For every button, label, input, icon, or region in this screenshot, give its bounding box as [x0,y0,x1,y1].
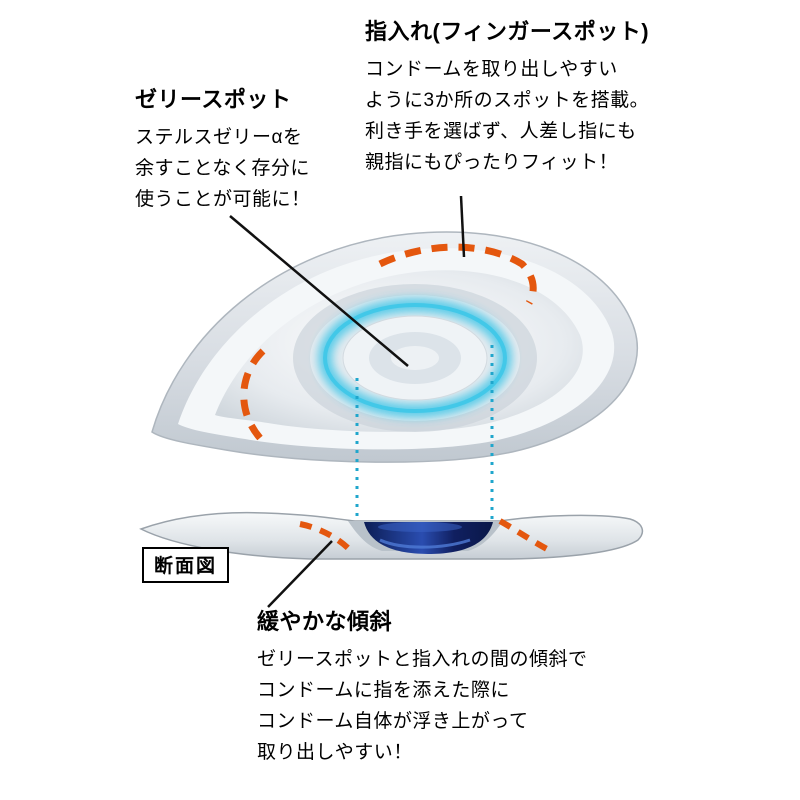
jelly-spot-line: ステルスゼリーαを [135,127,303,148]
finger-spot-title: 指入れ(フィンガースポット) [365,19,650,44]
slope-line: コンドーム自体が浮き上がって [257,711,529,732]
finger-spot-arc-left [240,348,266,441]
product-top-view [151,231,639,463]
slope-title: 緩やかな傾斜 [257,609,393,634]
finger-spot-line: コンドームを取り出しやすい [365,59,618,80]
jelly-ring [323,303,507,413]
cross-section-label: 断面図 [142,547,230,583]
jelly-spot-line: 使うことが可能に！ [135,189,311,210]
finger-spot-line: 親指にもぴったりフィット！ [365,152,619,173]
jelly-spot-line: 余すことなく存分に [135,158,310,179]
finger-spot-line: 利き手を選ばず、人差し指にも [365,121,637,142]
condom-sheen [378,522,462,532]
finger-spot-arc-top [378,243,537,305]
leader-line-finger [459,195,466,258]
leader-line-slope [267,540,333,608]
slope-line: 取り出しやすい！ [257,742,413,763]
leader-line-jelly [229,215,409,367]
condom-highlight [379,538,471,549]
slope-arc-right [498,518,549,552]
slope-line: コンドームに指を添えた際に [257,680,510,701]
slope-annotation: 緩やかな傾斜 ゼリースポットと指入れの間の傾斜で コンドームに指を添えた際に コ… [257,604,617,768]
finger-spot-line: ように3か所のスポットを搭載。 [365,90,650,111]
jelly-spot-title: ゼリースポット [135,87,292,112]
jelly-spot-annotation: ゼリースポット ステルスゼリーαを 余すことなく存分に 使うことが可能に！ [135,82,365,215]
slope-arc-left [299,521,353,553]
jelly-center-inner [391,346,439,370]
slope-line: ゼリースポットと指入れの間の傾斜で [257,649,588,670]
finger-spot-annotation: 指入れ(フィンガースポット) コンドームを取り出しやすい ように3か所のスポット… [365,14,685,178]
cross-section-view [139,511,644,560]
